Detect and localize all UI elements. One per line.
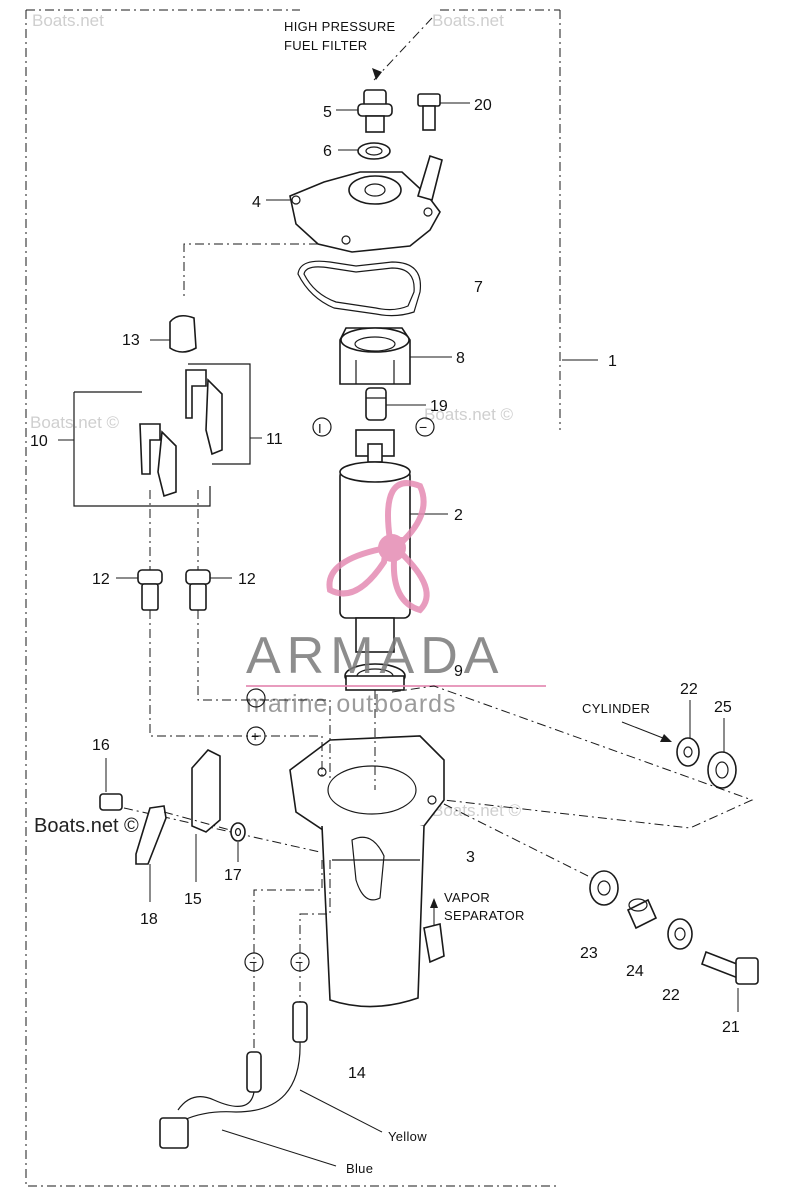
part-12-fitting-right	[185, 569, 232, 611]
part-17-washer	[230, 822, 246, 862]
part-number-4: 4	[252, 194, 261, 211]
high-pressure-label-line2: FUEL FILTER	[284, 38, 367, 53]
part-7-gasket	[297, 260, 422, 317]
part-number-19: 19	[430, 398, 448, 415]
pump-terminal-symbols: I −	[312, 417, 435, 437]
cylinder-callout: CYLINDER	[582, 701, 672, 742]
propeller-logo-icon	[326, 480, 430, 614]
vapor-label-line2: SEPARATOR	[444, 908, 525, 923]
part-number-18: 18	[140, 911, 158, 928]
part-10-clip	[139, 423, 177, 498]
part-number-24: 24	[626, 963, 644, 980]
part-number-25: 25	[714, 699, 732, 716]
part-16-screw	[99, 758, 123, 811]
yellow-wire-label: Yellow	[388, 1129, 427, 1144]
harness-terminal-symbols: + − −	[244, 688, 310, 972]
part-number-14: 14	[348, 1065, 366, 1082]
part-23-grommet	[589, 870, 619, 906]
cylinder-label: CYLINDER	[582, 701, 650, 716]
part-number-8: 8	[456, 350, 465, 367]
high-pressure-callout: HIGH PRESSURE FUEL FILTER	[284, 17, 433, 81]
part-number-5: 5	[323, 104, 332, 121]
high-pressure-label-line1: HIGH PRESSURE	[284, 19, 396, 34]
part-number-23: 23	[580, 945, 598, 962]
part-number-9: 9	[454, 663, 463, 680]
minus-terminal-symbol-left: −	[249, 954, 257, 970]
blue-wire-label: Blue	[346, 1161, 373, 1176]
watermark-lower-right: Boats.net ©	[432, 801, 522, 820]
watermark-layer: Boats.net Boats.net Boats.net © Boats.ne…	[30, 11, 522, 820]
part-number-12-left: 12	[92, 571, 110, 588]
vapor-label-line1: VAPOR	[444, 890, 490, 905]
part-number-10: 10	[30, 433, 48, 450]
watermark-top-right: Boats.net	[432, 11, 504, 30]
assembly-frame	[25, 9, 561, 1187]
brand-name: ARMADA	[246, 627, 504, 685]
part-number-11: 11	[266, 431, 283, 448]
part-number-17: 17	[224, 867, 242, 884]
plus-terminal-symbol: +	[251, 728, 259, 744]
part-number-22-lower: 22	[662, 987, 680, 1004]
part-5-fitting	[336, 89, 393, 133]
arrow-head-icon	[660, 734, 672, 742]
harness-brackets	[58, 363, 262, 507]
brand-tagline: marine outboards	[246, 690, 457, 718]
armada-brand-watermark: ARMADA marine outboards	[246, 480, 546, 718]
part-number-13: 13	[122, 332, 140, 349]
part-18-strap	[135, 805, 167, 902]
minus-terminal-symbol: −	[419, 419, 427, 435]
part-12-fitting-left	[116, 569, 163, 611]
part-3-housing	[289, 735, 445, 1008]
part-15-bracket	[191, 749, 221, 882]
part-number-21: 21	[722, 1019, 740, 1036]
part-22-washer-lower	[667, 918, 693, 950]
minus-terminal-symbol-right: −	[295, 954, 303, 970]
part-number-12-right: 12	[238, 571, 256, 588]
part-number-3: 3	[466, 849, 475, 866]
part-4-cover	[266, 154, 443, 253]
watermark-left: Boats.net ©	[30, 413, 120, 432]
boats-net-copyright: Boats.net ©	[34, 815, 139, 837]
part-number-16: 16	[92, 737, 110, 754]
part-25-grommet	[707, 718, 737, 789]
watermark-top-left: Boats.net	[32, 11, 104, 30]
part-number-7: 7	[474, 279, 483, 296]
part-22-washer-upper	[676, 700, 700, 767]
watermark-right: Boats.net ©	[424, 405, 514, 424]
arrow-head-icon	[430, 898, 438, 908]
part-13-cap	[150, 314, 197, 353]
vapor-separator-callout: VAPOR SEPARATOR	[430, 890, 525, 926]
part-8-retainer	[339, 327, 452, 385]
part-20-bolt	[417, 93, 470, 131]
part-14-wire-harness	[159, 860, 383, 1167]
part-number-2: 2	[454, 507, 463, 524]
part-11-clip	[185, 369, 223, 456]
neutral-terminal-symbol: I	[318, 421, 322, 436]
part-number-20: 20	[474, 97, 492, 114]
part-number-1: 1	[608, 353, 617, 370]
part-number-6: 6	[323, 143, 332, 160]
part-21-bolt	[701, 950, 759, 1012]
part-number-15: 15	[184, 891, 202, 908]
part-number-22-upper: 22	[680, 681, 698, 698]
part-24-collar	[626, 898, 658, 930]
part-6-oring	[338, 142, 391, 160]
arrow-head-icon	[372, 68, 382, 80]
part-19-plug	[365, 387, 426, 421]
part-number-labels: 5 6 20 4 7 13 8 1 19 10 11 2 12 12 9 22 …	[30, 97, 740, 1082]
